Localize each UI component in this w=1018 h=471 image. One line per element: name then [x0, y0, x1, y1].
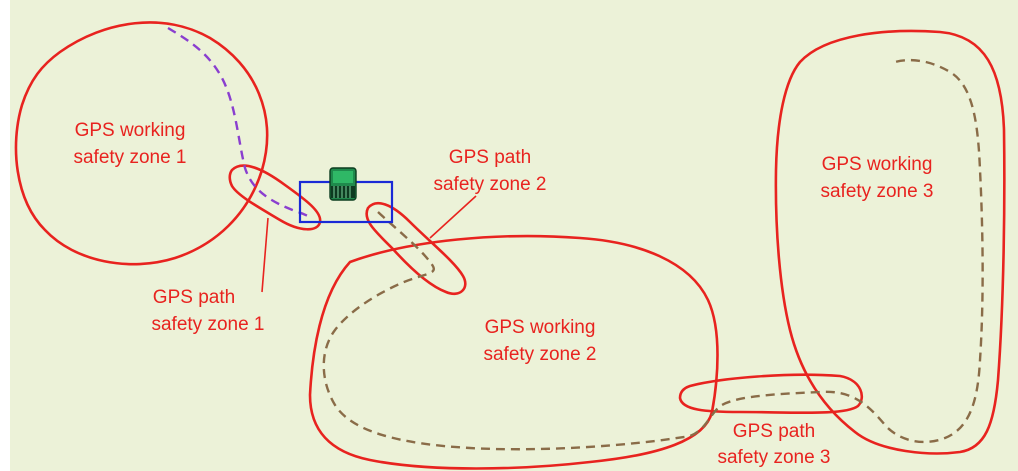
leader-line-path-zone-1: [261, 217, 269, 293]
working-zone-3-label-line2: safety zone 3: [820, 181, 933, 202]
working-safety-zone-1-outline: [14, 21, 269, 266]
working-zone-1-label-line1: GPS working: [75, 120, 186, 141]
path-zone-2-label-line2: safety zone 2: [433, 174, 546, 195]
planned-path-brown: [322, 58, 984, 451]
robot-mower-icon: [329, 167, 357, 201]
planned-path-purple: [167, 26, 313, 220]
path-zone-1-label-line2: safety zone 1: [151, 314, 264, 335]
working-zone-1-label-line2: safety zone 1: [73, 147, 186, 168]
path-safety-zone-3-outline: [678, 373, 863, 415]
path-safety-zone-1-outline: [228, 164, 322, 231]
working-zone-2-label-line1: GPS working: [485, 317, 596, 338]
working-safety-zone-2-outline: [308, 234, 719, 470]
working-zone-2-label-line2: safety zone 2: [483, 344, 596, 365]
path-zone-1-label-line1: GPS path: [153, 287, 235, 308]
path-zone-3-label-line2: safety zone 3: [717, 447, 830, 468]
path-safety-zone-2-outline: [365, 201, 467, 296]
working-zone-3-label-line1: GPS working: [822, 154, 933, 175]
leader-line-path-zone-2: [429, 195, 477, 239]
path-zone-2-label-line1: GPS path: [449, 147, 531, 168]
working-safety-zone-3-outline: [774, 29, 1006, 455]
path-zone-3-label-line1: GPS path: [733, 421, 815, 442]
